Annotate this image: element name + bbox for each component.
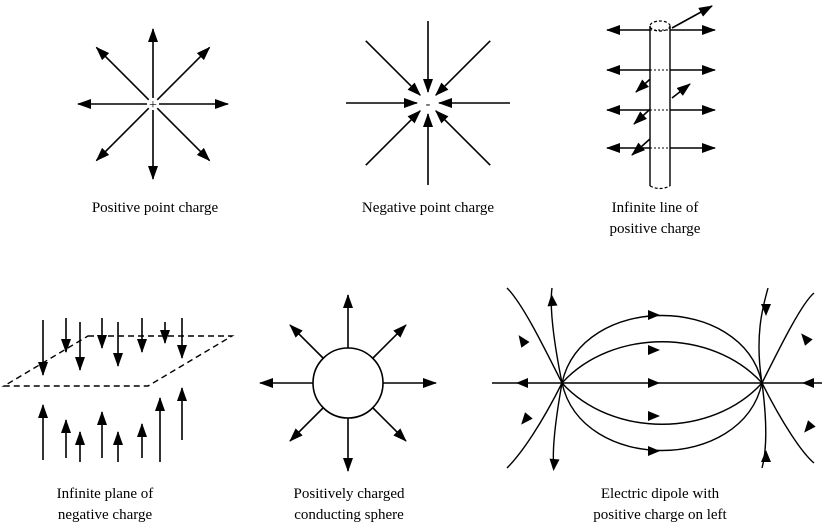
cylinder-top-cap xyxy=(649,20,671,32)
field-arrow-outward xyxy=(156,46,211,101)
field-direction-arrowhead xyxy=(516,378,528,388)
caption-electric-dipole: Electric dipole with positive charge on … xyxy=(550,484,770,526)
field-direction-arrowhead xyxy=(648,378,660,388)
field-arrow-diagonal xyxy=(671,5,713,29)
electric-dipole-diagram xyxy=(492,287,822,471)
field-arrow-outward xyxy=(95,46,150,101)
field-arrow-outward xyxy=(372,407,407,442)
line-charge-diagram xyxy=(606,5,716,190)
field-line-upper-inner xyxy=(561,341,763,384)
caption-positive-point-charge: Positive point charge xyxy=(60,198,250,219)
field-direction-arrowhead xyxy=(801,333,813,346)
field-direction-arrowhead xyxy=(761,304,771,316)
field-direction-arrowhead xyxy=(761,450,771,462)
field-arrow-outward xyxy=(95,107,150,162)
field-line-right-down xyxy=(761,382,767,469)
negative-charge-symbol: - xyxy=(426,97,431,112)
caption-line: Negative point charge xyxy=(361,200,495,216)
field-direction-arrowhead xyxy=(521,412,533,425)
field-direction-arrowhead xyxy=(547,294,558,307)
field-arrow-outward xyxy=(289,407,324,442)
caption-line: Infinite line of xyxy=(611,200,699,216)
caption-line: Electric dipole with xyxy=(600,486,720,502)
conducting-sphere-diagram xyxy=(259,294,437,472)
field-arrow-inward xyxy=(365,40,421,96)
charged-plane xyxy=(1,335,235,387)
field-direction-arrowhead xyxy=(648,411,660,421)
caption-conducting-sphere: Positively charged conducting sphere xyxy=(254,484,444,526)
caption-line: Infinite plane of xyxy=(56,486,154,502)
positive-charge-symbol: + xyxy=(149,98,157,113)
field-line-left-lower xyxy=(506,382,563,469)
field-arrow-outward xyxy=(289,324,324,359)
field-direction-arrowhead xyxy=(802,378,814,388)
field-line-lower-outer xyxy=(561,382,763,452)
field-direction-arrowhead xyxy=(648,310,660,320)
field-line-right-up xyxy=(758,287,769,384)
field-direction-arrowhead xyxy=(804,420,816,433)
field-line-left-upper xyxy=(506,287,563,384)
field-line-left-up xyxy=(550,287,563,384)
field-arrow-outward xyxy=(156,107,211,162)
caption-line: negative charge xyxy=(57,507,153,523)
field-line-left-down xyxy=(552,382,563,469)
plane-charge-diagram xyxy=(1,318,235,462)
field-line-lower-inner xyxy=(561,382,763,425)
caption-line-charge: Infinite line of positive charge xyxy=(560,198,750,240)
field-direction-arrowhead xyxy=(648,446,660,456)
caption-negative-point-charge: Negative point charge xyxy=(333,198,523,219)
caption-line: Positive point charge xyxy=(91,200,219,216)
caption-line: positive charge xyxy=(609,221,701,237)
field-direction-arrowhead xyxy=(648,345,660,355)
caption-line: Positively charged xyxy=(293,486,405,502)
field-arrow-inward xyxy=(435,40,491,96)
line-charge-cylinder-body xyxy=(650,26,670,186)
field-direction-arrowhead xyxy=(518,335,530,348)
negative-point-charge-diagram: - xyxy=(346,21,510,185)
positive-point-charge-diagram: + xyxy=(77,28,229,180)
conducting-sphere xyxy=(312,347,384,419)
field-line-right-upper xyxy=(761,292,815,384)
caption-line: positive charge on left xyxy=(593,507,727,523)
caption-line: conducting sphere xyxy=(294,507,404,523)
cylinder-bottom-cap xyxy=(649,185,671,190)
field-arrow-outward xyxy=(372,324,407,359)
field-arrow-inward xyxy=(365,110,421,166)
field-line-right-lower xyxy=(761,382,815,464)
field-line-upper-outer xyxy=(561,314,763,384)
field-direction-arrowhead xyxy=(549,458,560,471)
field-arrow-inward xyxy=(435,110,491,166)
field-arrow-diagonal xyxy=(671,83,691,99)
caption-plane-charge: Infinite plane of negative charge xyxy=(10,484,200,526)
